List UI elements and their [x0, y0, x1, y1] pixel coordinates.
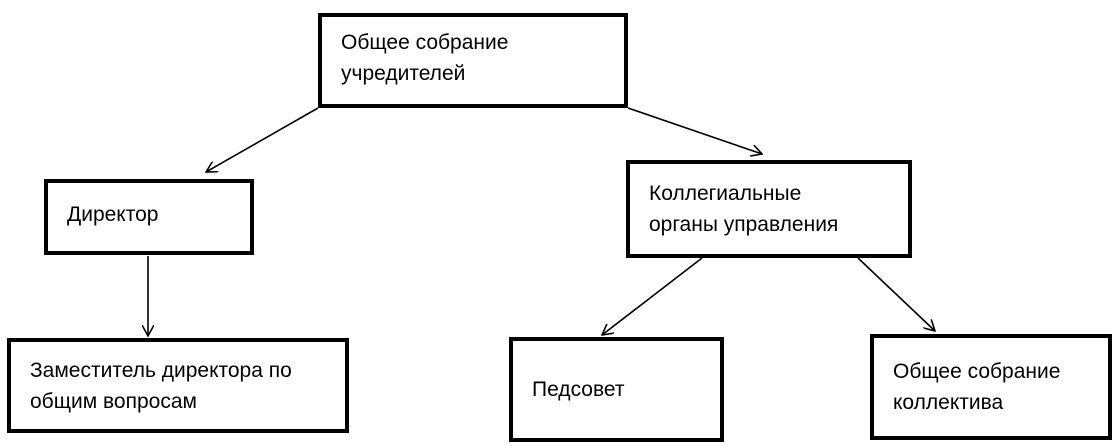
director-box: Директор — [44, 179, 254, 255]
founders-meeting-label-line-1: Общее собрание — [341, 30, 509, 54]
collegial-bodies-label-line-2: органы управления — [649, 213, 839, 236]
arrow-founders-to-director — [206, 107, 319, 172]
director-label: Директор — [67, 202, 159, 226]
arrow-founders-to-collegial — [627, 107, 762, 154]
staff-meeting-label-line-2: коллектива — [893, 391, 1004, 414]
pedagogical-council-box: Педсовет — [509, 337, 724, 442]
deputy-director-box: Заместитель директора по общим вопросам — [7, 338, 349, 433]
staff-meeting-box: Общее собрание коллектива — [870, 334, 1112, 440]
collegial-bodies-label-line-1: Коллегиальные — [649, 182, 802, 205]
founders-meeting-box: Общее собрание учредителей — [318, 13, 628, 108]
deputy-director-label-line-1: Заместитель директора по — [30, 358, 292, 382]
founders-meeting-label-line-2: учредителей — [341, 61, 466, 85]
pedagogical-council-label: Педсовет — [532, 378, 625, 401]
staff-meeting-label-line-1: Общее собрание — [893, 360, 1061, 383]
collegial-bodies-box: Коллегиальные органы управления — [626, 160, 912, 258]
deputy-director-label-line-2: общим вопросам — [30, 389, 197, 413]
arrow-collegial-to-collective — [857, 257, 935, 331]
arrow-collegial-to-pedsovet — [602, 257, 703, 335]
